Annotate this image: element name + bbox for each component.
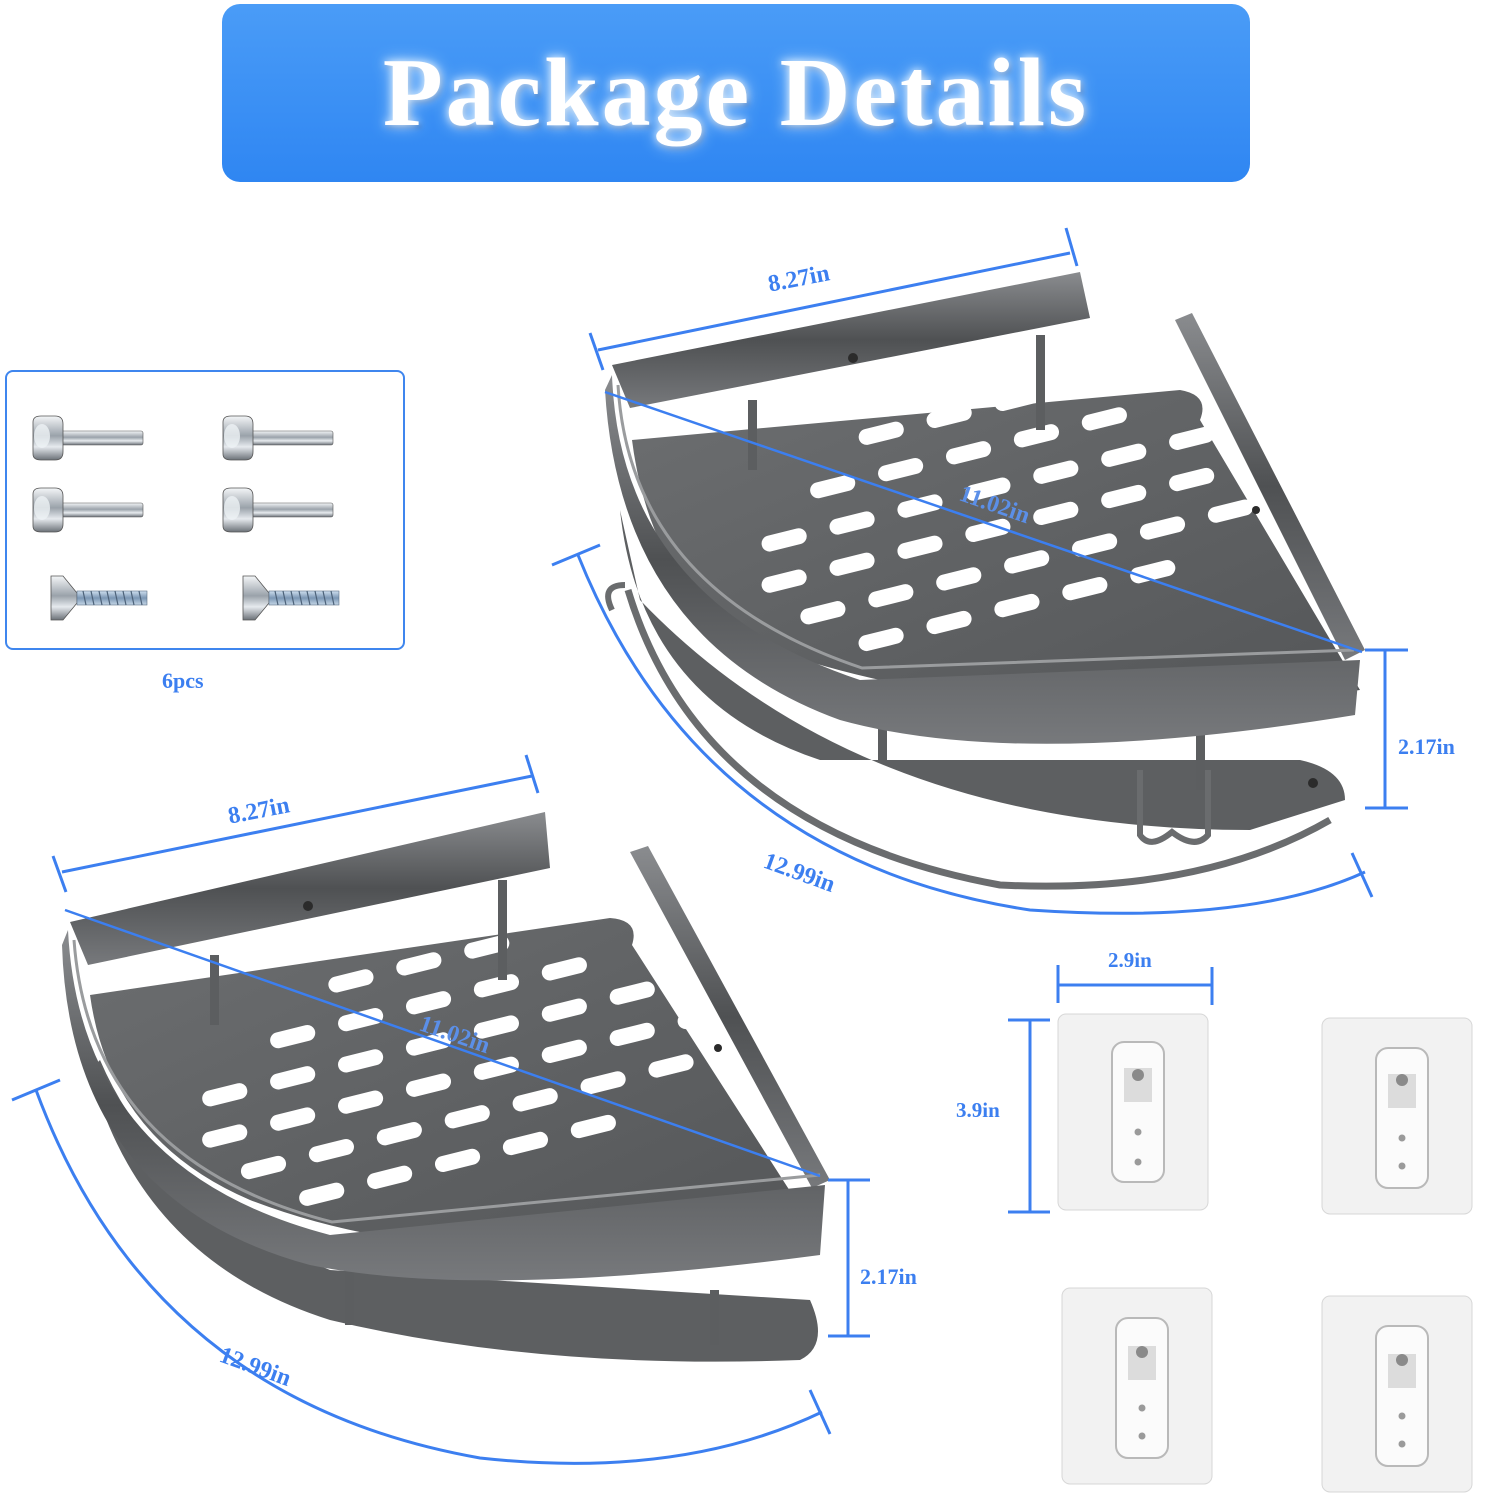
adhesive-hook-1	[1057, 1013, 1209, 1211]
hardware-count-label: 6pcs	[162, 668, 204, 693]
adhesive-hook-4	[1321, 1295, 1473, 1493]
hook-width-label: 2.9in	[1108, 948, 1152, 972]
dimension-lines	[11, 227, 1408, 1465]
banner-title: Package Details	[382, 39, 1090, 147]
corner-shelf-top	[605, 272, 1365, 890]
package-details-banner: Package Details	[222, 4, 1250, 182]
hook-height-label: 3.9in	[956, 1098, 1000, 1122]
adhesive-hook-3	[1061, 1287, 1213, 1485]
hardware-panel	[5, 370, 405, 650]
adhesive-hooks	[1057, 1013, 1473, 1493]
top-shelf-height-label: 2.17in	[1398, 734, 1455, 759]
bottom-shelf-height-label: 2.17in	[860, 1264, 917, 1289]
adhesive-hook-2	[1321, 1017, 1473, 1215]
corner-shelf-bottom	[62, 812, 830, 1362]
